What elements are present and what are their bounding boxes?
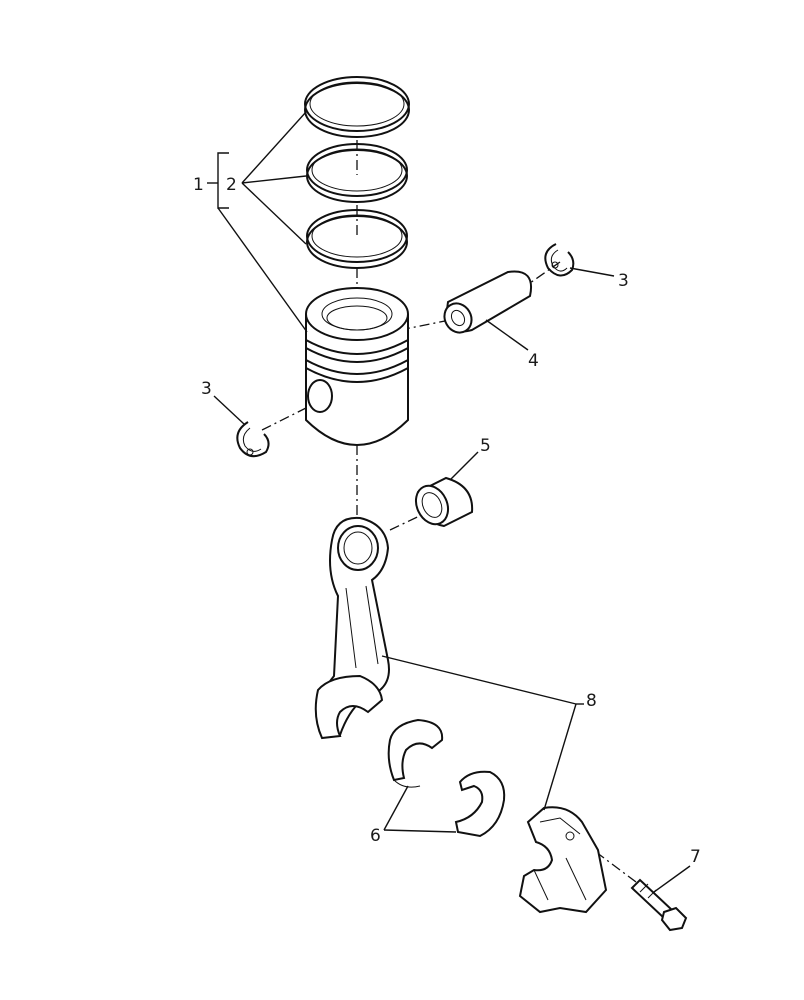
leader-lines <box>207 111 691 893</box>
connecting-rod <box>314 516 390 740</box>
snap-ring-left <box>236 421 270 458</box>
bushing-axis-line <box>389 509 433 531</box>
callout-1: 1 <box>193 175 204 195</box>
callout-8: 8 <box>586 691 597 711</box>
callout-3-right: 3 <box>618 271 629 291</box>
callout-7: 7 <box>690 847 701 867</box>
bearing-shell-upper <box>387 718 444 788</box>
connecting-rod-cap <box>518 806 608 914</box>
rod-bolt <box>630 878 688 932</box>
piston-ring-middle <box>306 143 408 203</box>
callout-5: 5 <box>480 436 491 456</box>
callout-6: 6 <box>370 826 381 846</box>
piston-ring-top <box>304 76 410 138</box>
bearing-shell-lower <box>454 770 506 838</box>
piston-ring-bottom <box>306 209 408 269</box>
rod-bushing <box>414 476 474 528</box>
callout-2: 2 <box>226 175 237 195</box>
bolt-axis-line <box>579 839 641 886</box>
snap-ring-right <box>544 243 575 277</box>
callout-4: 4 <box>528 351 539 371</box>
callout-3-left: 3 <box>201 379 212 399</box>
piston <box>305 287 409 446</box>
piston-pin <box>443 270 532 334</box>
